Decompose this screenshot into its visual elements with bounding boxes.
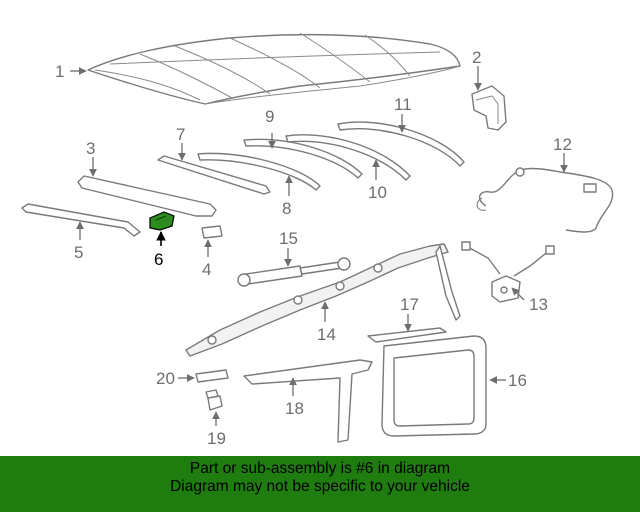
part-8-bow — [197, 152, 321, 191]
info-banner: Part or sub-assembly is #6 in diagram Di… — [0, 456, 640, 512]
banner-line-2: Diagram may not be specific to your vehi… — [170, 478, 470, 495]
callout-6: 6 — [154, 250, 163, 269]
banner-line-1: Part or sub-assembly is #6 in diagram — [189, 460, 451, 477]
callout-10: 10 — [368, 183, 387, 202]
callout-8: 8 — [282, 199, 291, 218]
part-15-strut — [237, 257, 351, 287]
callout-9: 9 — [265, 107, 274, 126]
part-12-cable — [476, 167, 614, 233]
callout-4: 4 — [202, 260, 211, 279]
callout-16: 16 — [508, 371, 527, 390]
callout-1: 1 — [55, 62, 64, 81]
callout-13: 13 — [529, 295, 548, 314]
part-4-clip — [201, 225, 223, 239]
part-3-rail — [77, 175, 217, 217]
callout-19: 19 — [207, 429, 226, 448]
callout-17: 17 — [400, 295, 419, 314]
part-2-bracket — [471, 85, 507, 131]
callout-3: 3 — [86, 139, 95, 158]
part-17-weatherstrip — [367, 327, 447, 343]
part-1-roof-panel — [87, 32, 461, 105]
callout-20: 20 — [156, 369, 175, 388]
callout-7: 7 — [176, 125, 185, 144]
callout-15: 15 — [279, 229, 298, 248]
part-16-rear-window — [381, 335, 487, 437]
callout-2: 2 — [472, 48, 481, 67]
part-19-clip — [205, 389, 223, 411]
part-14-linkage — [185, 243, 461, 357]
callout-12: 12 — [553, 135, 572, 154]
callout-11: 11 — [394, 95, 412, 114]
callout-5: 5 — [74, 243, 83, 262]
part-7-rail — [157, 155, 271, 195]
callout-14: 14 — [317, 325, 336, 344]
part-13-latch — [461, 241, 555, 303]
part-20-bracket — [195, 369, 229, 383]
part-5-seal — [21, 203, 141, 237]
part-6-highlighted — [149, 211, 175, 231]
part-18-pillar-trim — [243, 359, 373, 443]
parts-diagram: 1 2 3 4 5 6 7 8 9 — [21, 32, 614, 448]
callout-18: 18 — [285, 399, 304, 418]
part-10-bow — [285, 134, 411, 181]
